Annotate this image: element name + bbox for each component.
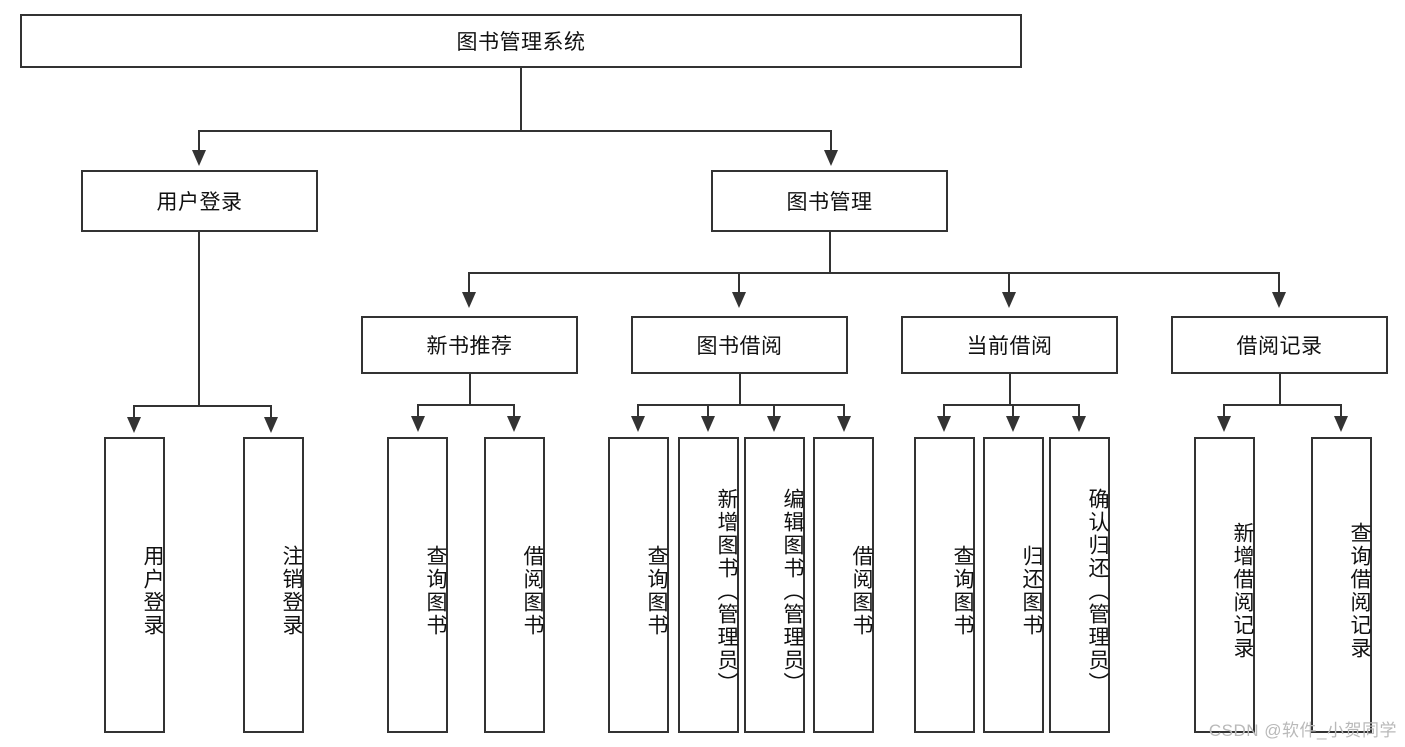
leaf-confirm-return-admin[interactable]: 确认归还（管理员） [1049, 437, 1110, 733]
arrow-newbook-leaf-2 [507, 416, 521, 432]
node-new-book-recommend-label: 新书推荐 [426, 335, 513, 358]
leaf-add-borrow-record[interactable]: 新增借阅记录 [1194, 437, 1255, 733]
edge-record-bus [1223, 404, 1342, 406]
node-current-borrow[interactable]: 当前借阅 [901, 316, 1118, 374]
node-borrow-record[interactable]: 借阅记录 [1171, 316, 1388, 374]
arrow-current-leaf-3 [1072, 416, 1086, 432]
edge-bookmgmt-drop-2 [738, 272, 740, 294]
leaf-add-book-admin[interactable]: 新增图书（管理员） [678, 437, 739, 733]
arrow-user-leaf-2 [264, 417, 278, 433]
edge-bookmgmt-stem [829, 232, 831, 274]
leaf-query-book-borrow-label: 查询图书 [645, 545, 668, 637]
node-user-login-label: 用户登录 [156, 191, 243, 214]
edge-newbook-drop-2 [513, 404, 515, 418]
edge-borrow-drop-4 [843, 404, 845, 418]
arrow-current-leaf-1 [937, 416, 951, 432]
edge-record-drop-2 [1340, 404, 1342, 418]
edge-newbook-drop-1 [417, 404, 419, 418]
node-book-borrow-label: 图书借阅 [696, 335, 783, 358]
node-book-management-label: 图书管理 [786, 191, 873, 214]
arrow-borrow-leaf-2 [701, 416, 715, 432]
edge-bookmgmt-drop-1 [468, 272, 470, 294]
leaf-query-borrow-record-label: 查询借阅记录 [1348, 522, 1371, 660]
leaf-borrow-book-newbook-label: 借阅图书 [521, 545, 544, 637]
edge-root-to-book [830, 130, 832, 152]
leaf-logout[interactable]: 注销登录 [243, 437, 304, 733]
arrow-borrow-leaf-4 [837, 416, 851, 432]
leaf-return-book[interactable]: 归还图书 [983, 437, 1044, 733]
arrow-bookmgmt-l3-3 [1002, 292, 1016, 308]
leaf-query-book-current-label: 查询图书 [951, 545, 974, 637]
node-book-management[interactable]: 图书管理 [711, 170, 948, 232]
node-current-borrow-label: 当前借阅 [966, 335, 1053, 358]
arrow-borrow-leaf-3 [767, 416, 781, 432]
arrow-root-to-book [824, 150, 838, 166]
edge-current-drop-1 [943, 404, 945, 418]
arrow-newbook-leaf-1 [411, 416, 425, 432]
edge-root-to-user [198, 130, 200, 152]
arrow-user-leaf-1 [127, 417, 141, 433]
edge-bookmgmt-bus [468, 272, 1280, 274]
edge-current-stem [1009, 374, 1011, 406]
edge-bookmgmt-drop-4 [1278, 272, 1280, 294]
leaf-query-book-newbook-label: 查询图书 [424, 545, 447, 637]
leaf-query-book-current[interactable]: 查询图书 [914, 437, 975, 733]
leaf-borrow-book-newbook[interactable]: 借阅图书 [484, 437, 545, 733]
node-user-login[interactable]: 用户登录 [81, 170, 318, 232]
leaf-user-login[interactable]: 用户登录 [104, 437, 165, 733]
leaf-logout-label: 注销登录 [280, 545, 303, 637]
edge-current-bus [943, 404, 1080, 406]
arrow-bookmgmt-l3-1 [462, 292, 476, 308]
node-new-book-recommend[interactable]: 新书推荐 [361, 316, 578, 374]
arrow-bookmgmt-l3-4 [1272, 292, 1286, 308]
edge-record-drop-1 [1223, 404, 1225, 418]
arrow-bookmgmt-l3-2 [732, 292, 746, 308]
leaf-return-book-label: 归还图书 [1020, 545, 1043, 637]
leaf-edit-book-admin[interactable]: 编辑图书（管理员） [744, 437, 805, 733]
leaf-query-book-newbook[interactable]: 查询图书 [387, 437, 448, 733]
arrow-borrow-leaf-1 [631, 416, 645, 432]
arrow-record-leaf-2 [1334, 416, 1348, 432]
arrow-root-to-user [192, 150, 206, 166]
leaf-query-borrow-record[interactable]: 查询借阅记录 [1311, 437, 1372, 733]
edge-borrow-drop-2 [707, 404, 709, 418]
leaf-user-login-label: 用户登录 [141, 545, 164, 637]
edge-current-drop-3 [1078, 404, 1080, 418]
edge-user-drop-2 [270, 405, 272, 419]
leaf-query-book-borrow[interactable]: 查询图书 [608, 437, 669, 733]
leaf-borrow-book[interactable]: 借阅图书 [813, 437, 874, 733]
leaf-add-borrow-record-label: 新增借阅记录 [1231, 522, 1254, 660]
leaf-confirm-return-admin-label: 确认归还（管理员） [1086, 487, 1109, 695]
node-borrow-record-label: 借阅记录 [1236, 335, 1323, 358]
edge-current-drop-2 [1012, 404, 1014, 418]
node-root[interactable]: 图书管理系统 [20, 14, 1022, 68]
edge-borrow-drop-1 [637, 404, 639, 418]
edge-user-bus [133, 405, 270, 407]
edge-bookmgmt-drop-3 [1008, 272, 1010, 294]
edge-borrow-bus [637, 404, 845, 406]
edge-root-stem [520, 68, 522, 130]
leaf-edit-book-admin-label: 编辑图书（管理员） [781, 487, 804, 695]
edge-borrow-stem [739, 374, 741, 406]
edge-newbook-bus [417, 404, 514, 406]
arrow-current-leaf-2 [1006, 416, 1020, 432]
edge-newbook-stem [469, 374, 471, 406]
leaf-add-book-admin-label: 新增图书（管理员） [715, 487, 738, 695]
node-book-borrow[interactable]: 图书借阅 [631, 316, 848, 374]
leaf-borrow-book-label: 借阅图书 [850, 545, 873, 637]
node-root-label: 图书管理系统 [456, 31, 586, 54]
edge-user-stem [198, 232, 200, 407]
edge-borrow-drop-3 [773, 404, 775, 418]
edge-root-bus [198, 130, 832, 132]
edge-record-stem [1279, 374, 1281, 406]
edge-user-drop-1 [133, 405, 135, 419]
arrow-record-leaf-1 [1217, 416, 1231, 432]
